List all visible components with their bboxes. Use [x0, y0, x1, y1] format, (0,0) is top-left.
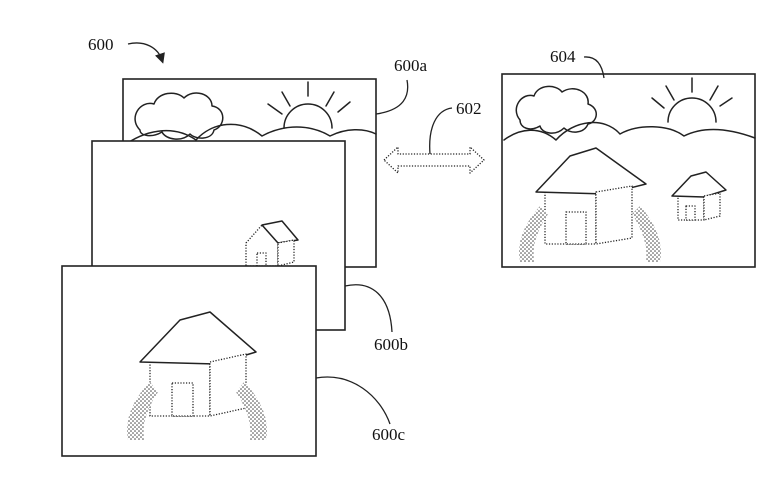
label-600b: 600b: [374, 335, 408, 354]
label-602: 602: [456, 99, 482, 118]
leader-600a: [375, 79, 409, 115]
leader-602: [429, 107, 453, 155]
frame-600c: [61, 265, 317, 457]
bidirectional-arrow-icon: [383, 146, 485, 174]
leader-600c: [315, 376, 391, 425]
leader-604: [583, 56, 605, 79]
hand-left-icon: [518, 206, 548, 262]
label-600c: 600c: [372, 425, 406, 444]
hand-left-icon: [126, 382, 158, 440]
label-600: 600: [88, 35, 114, 54]
leader-600b: [344, 284, 393, 333]
hand-right-icon: [236, 382, 268, 440]
label-604: 604: [550, 47, 576, 66]
hand-right-icon: [632, 206, 662, 262]
label-600-arrow: [127, 42, 165, 64]
label-600a: 600a: [394, 56, 428, 75]
frame-604: [501, 73, 756, 268]
